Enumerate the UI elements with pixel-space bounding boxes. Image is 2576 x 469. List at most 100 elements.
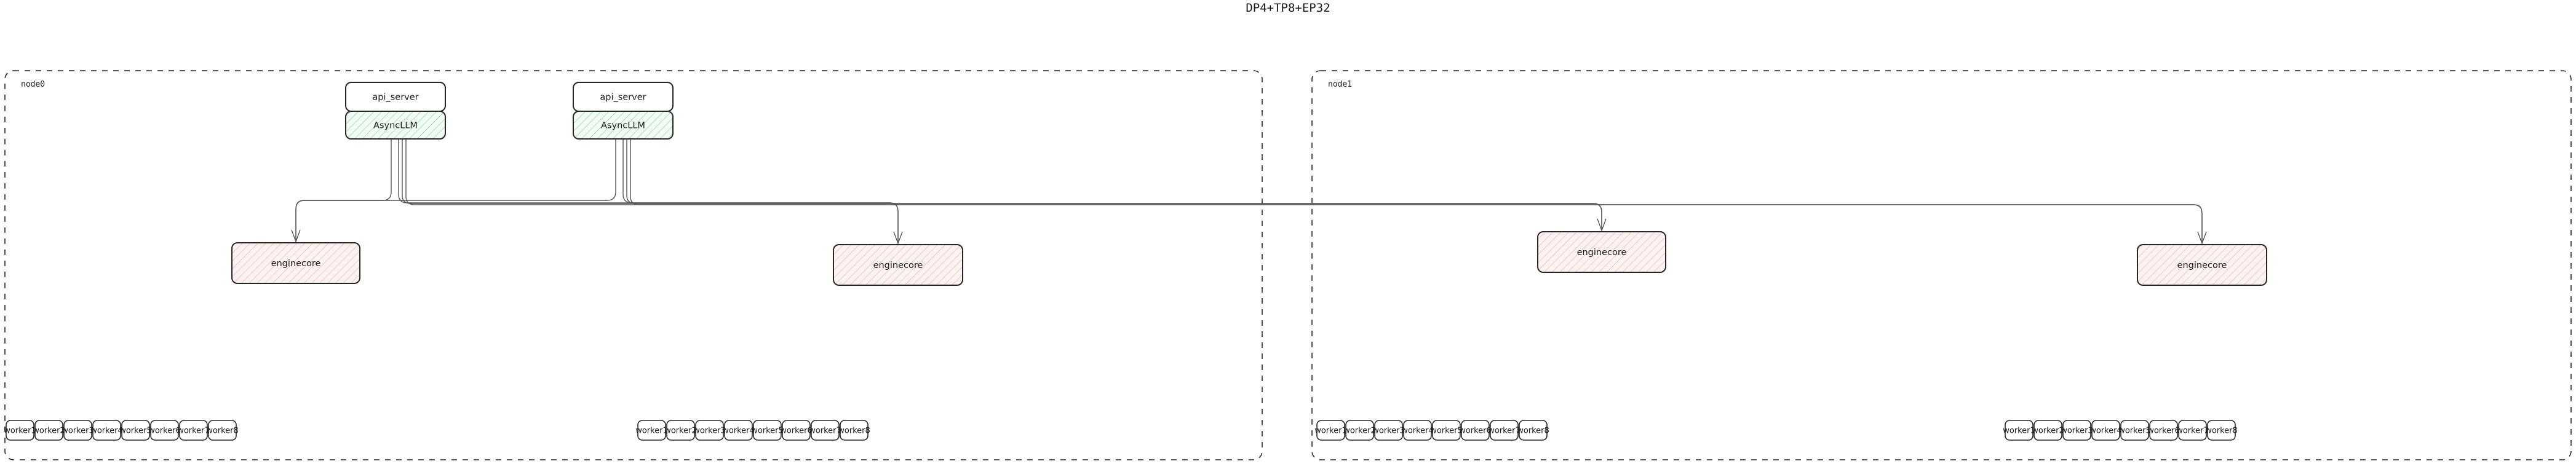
worker-rect[interactable] xyxy=(637,420,666,441)
worker-rect[interactable] xyxy=(2033,420,2062,441)
worker-box[interactable]: worker8 xyxy=(1517,420,1549,441)
async-llm-label-async1: AsyncLLM xyxy=(601,121,645,131)
worker-box[interactable]: worker1 xyxy=(2003,420,2035,441)
engine-core-ec2[interactable]: enginecore xyxy=(1537,231,1666,273)
worker-box[interactable]: worker7 xyxy=(2176,420,2209,441)
worker-box[interactable]: worker8 xyxy=(206,420,239,441)
worker-box[interactable]: worker7 xyxy=(809,420,841,441)
cluster-border-node0 xyxy=(4,70,1263,460)
edge-layer xyxy=(291,139,2207,245)
worker-rect[interactable] xyxy=(1490,420,1519,441)
worker-label: worker2 xyxy=(2032,427,2064,436)
async-llm-rect-async1[interactable] xyxy=(573,111,674,140)
worker-box[interactable]: worker3 xyxy=(1372,420,1405,441)
engine-core-rect-ec3[interactable] xyxy=(2137,244,2267,286)
worker-box[interactable]: worker1 xyxy=(4,420,36,441)
worker-rect[interactable] xyxy=(1519,420,1548,441)
engine-core-rect-ec1[interactable] xyxy=(833,244,963,286)
worker-box[interactable]: worker3 xyxy=(2061,420,2093,441)
worker-box[interactable]: worker4 xyxy=(90,420,123,441)
worker-box[interactable]: worker5 xyxy=(751,420,784,441)
worker-rect[interactable] xyxy=(63,420,92,441)
worker-box[interactable]: worker6 xyxy=(2147,420,2180,441)
async-llm-async1[interactable]: AsyncLLM xyxy=(573,111,674,140)
async-llm-rect-async0[interactable] xyxy=(345,111,446,140)
api-server-api1[interactable]: api_server xyxy=(573,82,674,112)
worker-label: worker3 xyxy=(693,427,726,436)
api-server-api0[interactable]: api_server xyxy=(345,82,446,112)
worker-box[interactable]: worker8 xyxy=(2205,420,2238,441)
worker-rect[interactable] xyxy=(179,420,208,441)
worker-rect[interactable] xyxy=(753,420,782,441)
worker-box[interactable]: worker2 xyxy=(1343,420,1376,441)
worker-rect[interactable] xyxy=(2207,420,2236,441)
worker-rect[interactable] xyxy=(92,420,121,441)
worker-rect[interactable] xyxy=(2149,420,2178,441)
worker-rect[interactable] xyxy=(1403,420,1432,441)
worker-box[interactable]: worker2 xyxy=(2032,420,2064,441)
engine-core-rect-ec0[interactable] xyxy=(231,242,360,284)
worker-rect[interactable] xyxy=(695,420,724,441)
arrowhead-ec3 xyxy=(2197,231,2207,245)
worker-rect[interactable] xyxy=(782,420,811,441)
page-title: DP4+TP8+EP32 xyxy=(1246,1,1330,15)
worker-rect[interactable] xyxy=(840,420,869,441)
worker-rect[interactable] xyxy=(150,420,179,441)
arrowhead-ec1 xyxy=(893,231,903,245)
worker-label: worker5 xyxy=(751,427,784,436)
engine-core-ec1[interactable]: enginecore xyxy=(833,244,963,286)
async-llm-async0[interactable]: AsyncLLM xyxy=(345,111,446,140)
worker-box[interactable]: worker3 xyxy=(693,420,726,441)
worker-label: worker4 xyxy=(722,427,755,436)
worker-rect[interactable] xyxy=(1461,420,1490,441)
worker-rect[interactable] xyxy=(1316,420,1345,441)
worker-label: worker1 xyxy=(4,427,36,436)
arrowhead-ec2 xyxy=(1597,218,1607,232)
worker-box[interactable]: worker3 xyxy=(62,420,94,441)
worker-box[interactable]: worker1 xyxy=(635,420,668,441)
worker-rect[interactable] xyxy=(1432,420,1461,441)
worker-label: worker4 xyxy=(90,427,123,436)
worker-box[interactable]: worker2 xyxy=(33,420,65,441)
worker-rect[interactable] xyxy=(1374,420,1403,441)
worker-rect[interactable] xyxy=(2178,420,2207,441)
worker-rect[interactable] xyxy=(2005,420,2033,441)
worker-label: worker3 xyxy=(1372,427,1405,436)
engine-core-ec0[interactable]: enginecore xyxy=(231,242,360,284)
worker-rect[interactable] xyxy=(2062,420,2091,441)
worker-rect[interactable] xyxy=(724,420,753,441)
worker-rect[interactable] xyxy=(811,420,840,441)
worker-box[interactable]: worker5 xyxy=(119,420,152,441)
worker-box[interactable]: worker6 xyxy=(780,420,813,441)
worker-label: worker2 xyxy=(1343,427,1376,436)
worker-box[interactable]: worker5 xyxy=(1430,420,1463,441)
worker-box[interactable]: worker4 xyxy=(2089,420,2122,441)
api-server-label-api1: api_server xyxy=(600,93,646,103)
worker-rect[interactable] xyxy=(666,420,695,441)
worker-box[interactable]: worker6 xyxy=(148,420,181,441)
worker-rect[interactable] xyxy=(208,420,237,441)
worker-rect[interactable] xyxy=(6,420,34,441)
worker-rect[interactable] xyxy=(2120,420,2149,441)
edge-async1-to-ec1 xyxy=(622,139,899,242)
worker-box[interactable]: worker7 xyxy=(177,420,210,441)
worker-rect[interactable] xyxy=(34,420,63,441)
worker-box[interactable]: worker8 xyxy=(838,420,870,441)
worker-label: worker8 xyxy=(838,427,870,436)
worker-rect[interactable] xyxy=(2091,420,2120,441)
engine-core-rect-ec2[interactable] xyxy=(1537,231,1666,273)
worker-rect[interactable] xyxy=(121,420,150,441)
worker-label: worker6 xyxy=(1459,427,1492,436)
worker-rect[interactable] xyxy=(1345,420,1374,441)
worker-label: worker5 xyxy=(1430,427,1463,436)
worker-box[interactable]: worker2 xyxy=(664,420,697,441)
worker-box[interactable]: worker7 xyxy=(1488,420,1521,441)
worker-box[interactable]: worker4 xyxy=(1401,420,1434,441)
worker-label: worker8 xyxy=(1517,427,1549,436)
worker-box[interactable]: worker4 xyxy=(722,420,755,441)
worker-box[interactable]: worker1 xyxy=(1314,420,1347,441)
worker-box[interactable]: worker6 xyxy=(1459,420,1492,441)
engine-core-ec3[interactable]: enginecore xyxy=(2137,244,2267,286)
worker-box[interactable]: worker5 xyxy=(2118,420,2151,441)
